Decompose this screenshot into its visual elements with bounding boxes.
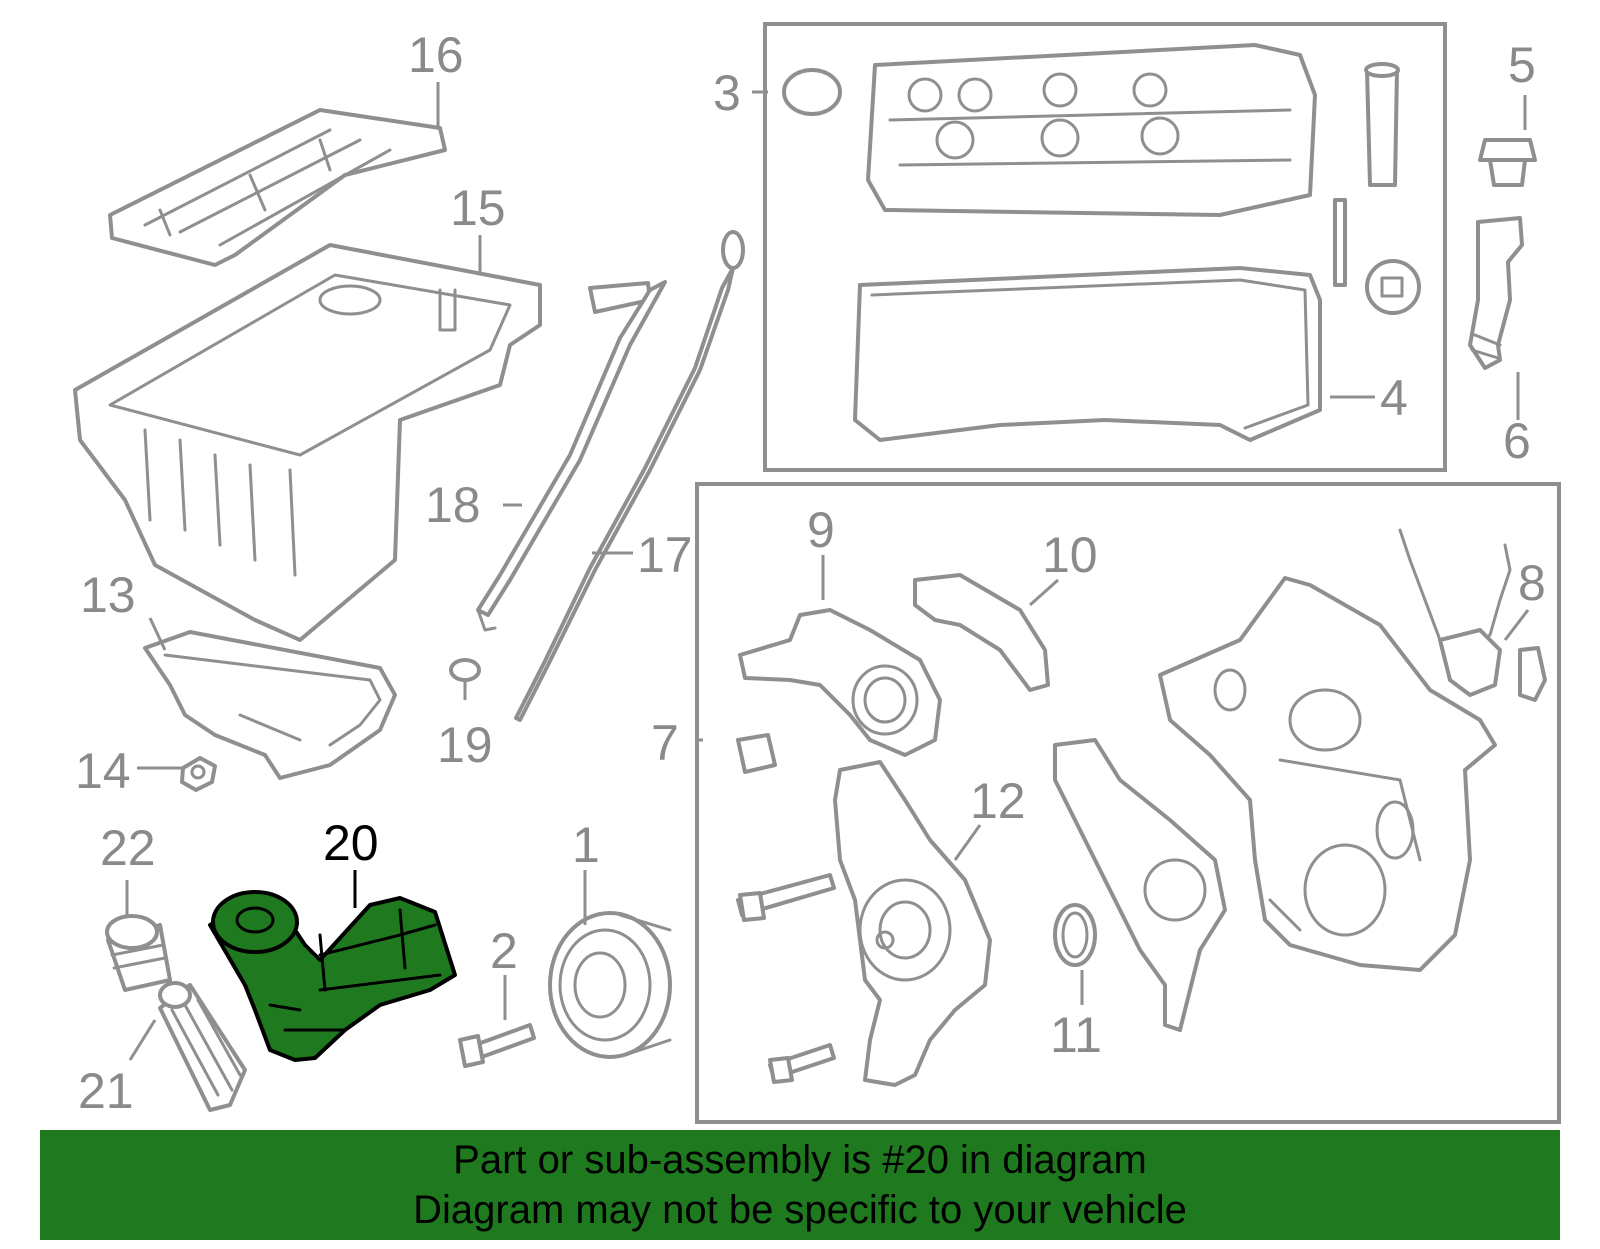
callout-5: 5 (1508, 37, 1536, 93)
callout-9: 9 (807, 502, 835, 558)
banner-line-1: Part or sub-assembly is #20 in diagram (453, 1138, 1147, 1182)
group-box-timing-cover (695, 482, 1561, 1124)
part-3-accessories[interactable] (1333, 62, 1421, 315)
part-6-oil-filler-tube[interactable] (1468, 216, 1524, 370)
part-2-bolt[interactable] (458, 1023, 536, 1068)
callout-19: 19 (437, 717, 493, 773)
callout-17: 17 (637, 527, 693, 583)
part-7-cover-gasket[interactable] (1053, 738, 1227, 1032)
callout-4: 4 (1380, 370, 1408, 426)
part-16-windage-tray[interactable] (108, 108, 447, 267)
part-8-gasket-set[interactable] (1398, 528, 1547, 702)
callout-1: 1 (572, 817, 600, 873)
part-5-oil-filler-cap[interactable] (1478, 138, 1537, 187)
callout-16: 16 (408, 27, 464, 83)
notice-banner: Part or sub-assembly is #20 in diagram D… (40, 1130, 1560, 1240)
callout-13: 13 (80, 567, 136, 623)
part-22-filter-cap[interactable] (105, 914, 172, 992)
part-15-oil-pan-upper[interactable] (73, 243, 542, 642)
part-18-dipstick-tube[interactable] (476, 280, 667, 632)
part-4-valve-cover-gasket[interactable] (853, 266, 1322, 442)
callout-21: 21 (78, 1063, 134, 1119)
callout-3: 3 (713, 65, 741, 121)
callout-10: 10 (1042, 527, 1098, 583)
leader-lines (125, 82, 1530, 1061)
banner-line-2: Diagram may not be specific to your vehi… (413, 1188, 1187, 1232)
part-12-water-pump[interactable] (833, 760, 992, 1087)
callout-2: 2 (490, 923, 518, 979)
part-9-thermostat-housing[interactable] (738, 608, 942, 757)
part-10-gasket[interactable] (913, 573, 1050, 692)
part-14-drain-plug[interactable] (180, 756, 217, 792)
part-7-bolt-lower[interactable] (768, 1043, 836, 1084)
part-7-timing-cover[interactable] (1158, 576, 1497, 972)
callout-22: 22 (100, 820, 156, 876)
part-21-filter-element[interactable] (158, 981, 247, 1112)
callout-labels: 16 15 13 14 18 17 19 3 4 5 6 7 8 9 10 12… (75, 27, 1546, 1119)
callout-12: 12 (970, 773, 1026, 829)
callout-8: 8 (1518, 555, 1546, 611)
group-box-valve-cover (763, 22, 1447, 472)
part-11-seal[interactable] (1053, 903, 1097, 967)
part-17-dipstick[interactable] (514, 230, 745, 722)
callout-7: 7 (651, 715, 679, 771)
part-1-pulley[interactable] (548, 911, 672, 1059)
part-7-bushing[interactable] (736, 733, 777, 774)
callout-20: 20 (323, 815, 379, 871)
part-19-o-ring[interactable] (449, 658, 481, 682)
part-3-valve-cover[interactable] (782, 43, 1317, 217)
part-13-oil-pan-lower[interactable] (143, 630, 397, 780)
callout-14: 14 (75, 743, 131, 799)
callout-15: 15 (450, 180, 506, 236)
part-7-bolt-upper[interactable] (736, 873, 836, 922)
callout-11: 11 (1050, 1007, 1102, 1063)
part-20-oil-filter-housing[interactable] (208, 890, 457, 1062)
callout-18: 18 (425, 477, 481, 533)
callout-6: 6 (1503, 413, 1531, 469)
